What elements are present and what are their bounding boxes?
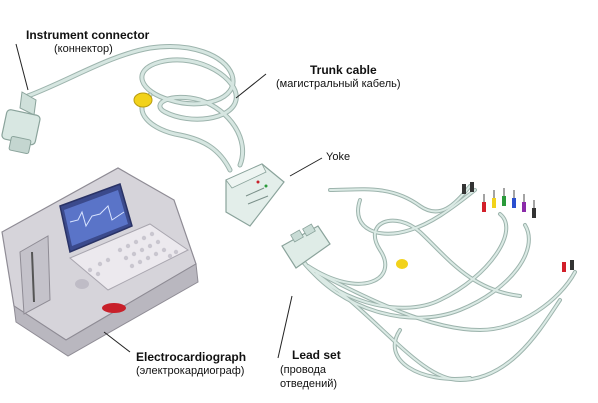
lead-end-1: [462, 184, 466, 194]
yoke: [225, 163, 285, 227]
lead-set-subtitle-line2: отведений): [280, 377, 338, 390]
lead-tips: [462, 182, 574, 272]
lead-end-3: [562, 262, 566, 272]
lead-tip-3: [502, 196, 506, 206]
trunk-cable-subtitle: (магистральный кабель): [276, 78, 401, 90]
lead-tip-4: [512, 198, 516, 208]
trunk-cable-title: Trunk cable: [310, 63, 377, 77]
pointer-lines: [15, 43, 323, 359]
lead-tip-2: [492, 198, 496, 208]
trunk-cable-label: Trunk cable (магистральный кабель): [276, 64, 401, 90]
lead-set-label: Lead set (провода отведений): [280, 349, 341, 390]
lead-set-subtitle-line1: (провода: [280, 364, 326, 376]
trunk-cable: [25, 44, 246, 173]
cable-tag: [133, 92, 153, 108]
lead-set-title: Lead set: [292, 348, 341, 362]
electrocardiograph-label: Electrocardiograph (электрокардиограф): [136, 351, 246, 377]
lead-set-connector: [281, 223, 331, 269]
instrument-connector-subtitle: (коннектор): [54, 43, 113, 55]
yoke-label: Yoke: [326, 151, 351, 163]
instrument-connector: [1, 91, 41, 155]
instrument-connector-title: Instrument connector: [26, 28, 150, 42]
brand-badge: [102, 303, 126, 313]
lead-tag: [396, 259, 408, 269]
electrocardiograph-subtitle: (электрокардиограф): [136, 365, 245, 377]
electrocardiograph-device: [1, 167, 199, 357]
instrument-connector-label: Instrument connector (коннектор): [26, 29, 149, 55]
lead-end-2: [470, 182, 474, 192]
lead-tip-1: [482, 202, 486, 212]
lead-set-cables: [298, 184, 577, 383]
lead-tip-6: [532, 208, 536, 218]
electrocardiograph-title: Electrocardiograph: [136, 350, 247, 364]
lead-end-4: [570, 260, 574, 270]
lead-tip-5: [522, 202, 526, 212]
